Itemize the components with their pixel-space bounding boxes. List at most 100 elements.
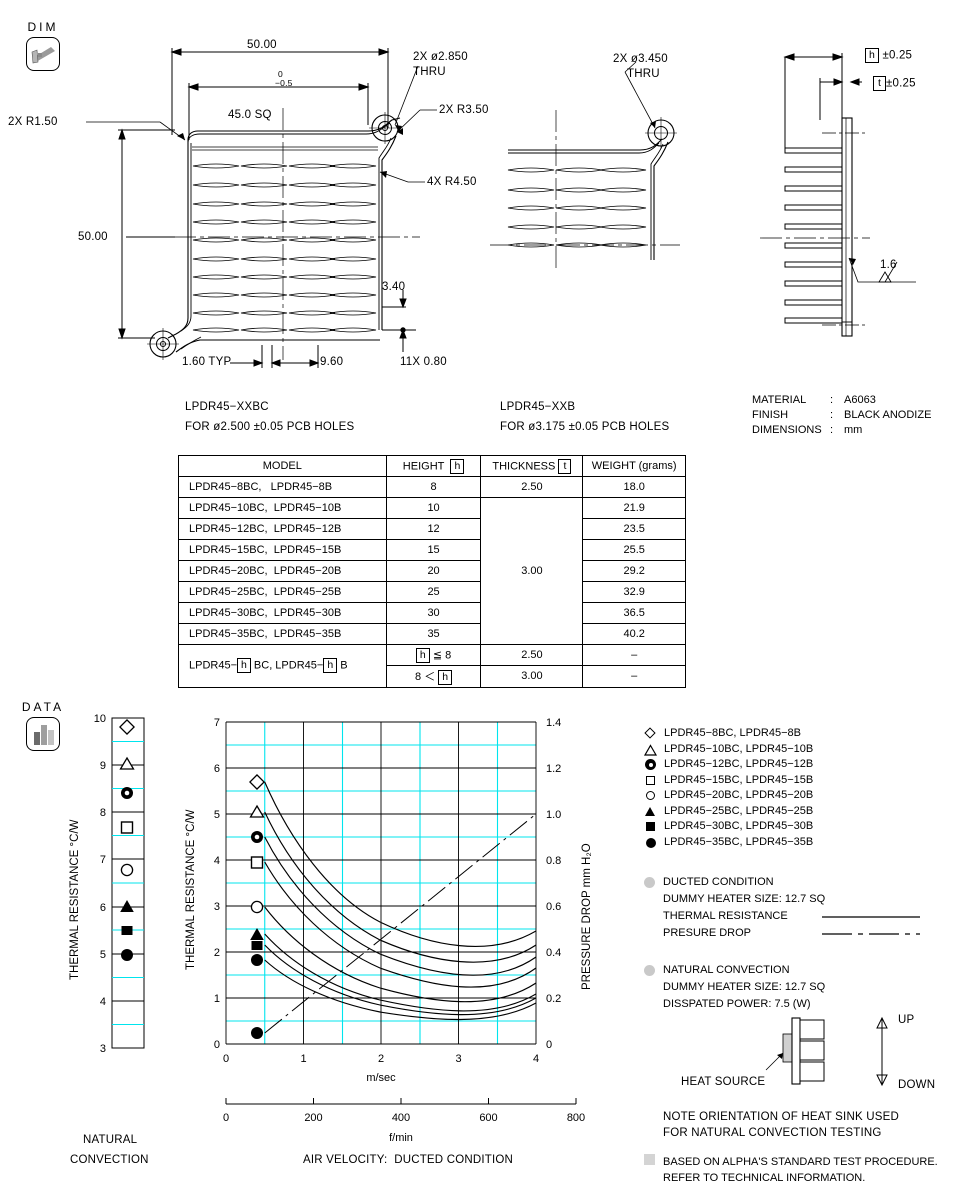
svg-text:3: 3: [100, 1043, 106, 1055]
cell-thickness-merged: 3.00: [480, 497, 584, 645]
cell-height: 8: [385, 476, 482, 498]
chart-legend: LPDR45−8BC, LPDR45−8B LPDR45−10BC, LPDR4…: [643, 726, 964, 850]
svg-text:0: 0: [546, 1039, 552, 1051]
dim-square: 45.0 SQ 0 −0.5: [228, 69, 293, 122]
chart-ylabel: THERMAL RESISTANCE °C/W: [185, 809, 197, 970]
natural-convection-axis: 10 9 8 7 6 5 4 3 THERMAL RESISTANCE °C/W: [60, 700, 195, 1080]
legend-item: LPDR45−30BC, LPDR45−30B: [644, 819, 964, 835]
cell-model: LPDR45−30BC, LPDR45−30B: [178, 602, 387, 624]
svg-text:1.2: 1.2: [546, 763, 561, 775]
col-thickness: THICKNESS t: [480, 455, 584, 477]
svg-text:800: 800: [567, 1112, 585, 1124]
dash-dot-line-icon: [822, 932, 920, 935]
svg-text:600: 600: [479, 1112, 497, 1124]
chart-ylabel-right: PRESSURE DROP mm H₂O: [581, 843, 593, 990]
air-velocity-caption: AIR VELOCITY: DUCTED CONDITION: [303, 1154, 514, 1166]
nat-conv-y-axis-label: THERMAL RESISTANCE °C/W: [69, 819, 81, 980]
ducted-thermal-row: THERMAL RESISTANCE: [663, 908, 964, 925]
material-key-1: FINISH: [752, 409, 789, 421]
legend-label: LPDR45−15BC, LPDR45−15B: [664, 773, 814, 786]
table-row: LPDR45−15BC, LPDR45−15B 15 25.5: [178, 539, 686, 561]
svg-text:10: 10: [94, 713, 106, 725]
natural-power: DISSPATED POWER: 7.5 (W): [663, 998, 811, 1010]
cell-weight: 32.9: [582, 581, 686, 603]
legend-label: LPDR45−12BC, LPDR45−12B: [664, 758, 814, 770]
table-row: LPDR45−12BC, LPDR45−12B 12 23.5: [178, 518, 686, 540]
svg-text:0.4: 0.4: [546, 947, 561, 959]
cell-model: LPDR45−10BC, LPDR45−10B: [178, 497, 387, 519]
cell-model: LPDR45−12BC, LPDR45−12B: [178, 518, 387, 540]
natural-convection-caption-1: NATURAL: [83, 1134, 138, 1146]
svg-text:0.8: 0.8: [546, 855, 561, 867]
down-label: DOWN: [898, 1079, 936, 1091]
material-value-2: mm: [844, 424, 863, 436]
col-height: HEIGHT h: [385, 455, 482, 477]
h-variable-box: h: [237, 658, 251, 674]
svg-text:2: 2: [214, 947, 220, 959]
square-fill-icon: [644, 820, 657, 833]
cell-weight: 23.5: [582, 518, 686, 540]
dim-fin-pitch: 9.60: [320, 356, 344, 368]
svg-text:7: 7: [214, 717, 220, 729]
table-row: LPDR45−10BC, LPDR45−10B 10 3.00 21.9: [178, 497, 686, 645]
table-row: LPDR45−8BC, LPDR45−8B 8 2.50 18.0: [178, 476, 686, 498]
svg-text:5: 5: [214, 809, 220, 821]
svg-text:5: 5: [100, 949, 106, 961]
circle-fill-icon: [644, 836, 657, 849]
svg-text:9: 9: [100, 760, 106, 772]
diamond-open-icon: [644, 727, 657, 740]
cell-height: 35: [385, 623, 482, 645]
svg-text:4: 4: [214, 855, 220, 867]
svg-text:6: 6: [214, 763, 220, 775]
material-value-1: BLACK ANODIZE: [844, 409, 932, 421]
material-sep-2: :: [830, 424, 834, 436]
material-value-0: A6063: [844, 394, 876, 406]
data-section-label: DATA: [21, 700, 65, 714]
table-row-variable: 8 ＜ h 3.00 –: [179, 665, 686, 688]
orientation-diagram: [650, 1010, 960, 1100]
square-open-icon: [644, 774, 657, 787]
view-left-model: LPDR45−XXBC: [185, 401, 269, 413]
svg-text:1: 1: [214, 993, 220, 1005]
cell-weight: 21.9: [582, 497, 686, 519]
natural-title: NATURAL CONVECTION: [663, 964, 790, 976]
material-sep-1: :: [830, 409, 834, 421]
svg-text:6: 6: [100, 902, 106, 914]
dim-section-tag: DIM: [14, 20, 72, 71]
cell-thickness-condition-2: 3.00: [480, 665, 584, 688]
svg-text:0.2: 0.2: [546, 993, 561, 1005]
footer-notes: BASED ON ALPHA'S STANDARD TEST PROCEDURE…: [644, 1154, 964, 1186]
svg-text:0.6: 0.6: [546, 901, 561, 913]
view-mid-note: FOR ø3.175 ±0.05 PCB HOLES: [500, 421, 670, 433]
svg-text:8: 8: [100, 807, 106, 819]
t-variable-box: t: [558, 458, 572, 474]
triangle-open-icon: [643, 743, 658, 756]
h-variable-box: h: [415, 647, 430, 663]
cell-weight: 18.0: [582, 476, 686, 498]
cell-weight: 29.2: [582, 560, 686, 582]
chart-xlabel: m/sec: [366, 1072, 396, 1084]
dim-tol-upper: 0: [278, 69, 283, 79]
cell-weight: 40.2: [582, 623, 686, 645]
material-sep-0: :: [830, 394, 834, 406]
square-bullet-icon: [644, 1154, 655, 1165]
orientation-note-2: FOR NATURAL CONVECTION TESTING: [663, 1127, 882, 1139]
cell-thickness-condition-1: 2.50: [480, 644, 584, 666]
svg-text:0: 0: [223, 1112, 229, 1124]
cell-height: 25: [385, 581, 482, 603]
material-key-2: DIMENSIONS: [752, 424, 822, 436]
dim-base-edge: 3.40: [382, 281, 406, 293]
footer-line-1: BASED ON ALPHA'S STANDARD TEST PROCEDURE…: [663, 1156, 938, 1168]
cell-weight: 36.5: [582, 602, 686, 624]
dim-surface-finish: 1.6: [880, 259, 897, 271]
dim-overall-width: 50.00: [247, 39, 277, 51]
svg-text:3: 3: [214, 901, 220, 913]
legend-item: LPDR45−12BC, LPDR45−12B: [644, 757, 964, 773]
cell-weight: 25.5: [582, 539, 686, 561]
orientation-note-1: NOTE ORIENTATION OF HEAT SINK USED: [663, 1111, 899, 1123]
h-variable-box: h: [323, 658, 338, 674]
h-variable-box: h: [865, 48, 880, 63]
cell-model-variable: LPDR45−h BC, LPDR45−h B: [178, 644, 387, 688]
view-mid-model: LPDR45−XXB: [500, 401, 576, 413]
